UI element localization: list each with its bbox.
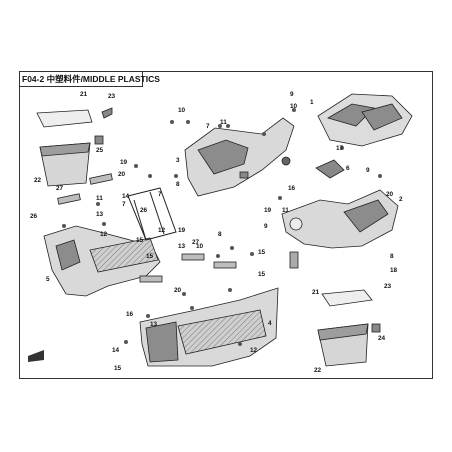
callout-12: 12 (158, 227, 166, 234)
callout-13: 13 (96, 211, 104, 218)
storage-lid-6 (315, 159, 345, 179)
storage-box-lower (317, 289, 381, 367)
callout-10: 10 (196, 243, 204, 250)
callout-18: 18 (390, 267, 398, 274)
callout-20: 20 (174, 287, 182, 294)
callout-27: 27 (56, 185, 64, 192)
callout-7: 7 (206, 123, 210, 130)
front-cover-1 (317, 93, 413, 147)
footwell-center (139, 287, 279, 367)
callout-7: 7 (158, 191, 162, 198)
callout-12: 12 (100, 231, 108, 238)
support-bracket-7 (127, 187, 177, 241)
diagram-frame (19, 71, 433, 379)
callout-24: 24 (378, 335, 386, 342)
callout-4: 4 (268, 320, 272, 327)
storage-box-upper (36, 109, 104, 187)
callout-8: 8 (176, 181, 180, 188)
callout-15: 15 (114, 365, 122, 372)
callout-15: 15 (258, 271, 266, 278)
footwell-left (43, 225, 161, 297)
callout-21: 21 (80, 91, 88, 98)
callout-15: 15 (146, 253, 154, 260)
callout-19: 19 (264, 207, 272, 214)
callout-26: 26 (140, 207, 148, 214)
callout-8: 8 (218, 231, 222, 238)
callout-25: 25 (96, 147, 104, 154)
callout-11: 11 (282, 207, 289, 214)
diagram-title: F04-2 中塑料件/MIDDLE PLASTICS (19, 71, 160, 87)
callout-13: 13 (178, 243, 186, 250)
callout-15: 15 (136, 237, 144, 244)
callout-27: 27 (192, 239, 200, 246)
callout-10: 10 (290, 103, 298, 110)
callout-14: 14 (112, 347, 120, 354)
callout-20: 20 (118, 171, 126, 178)
side-panel-left (184, 117, 295, 197)
callout-7: 7 (122, 201, 126, 208)
callout-17: 17 (336, 145, 344, 152)
callout-13: 13 (150, 321, 158, 328)
callout-16: 16 (126, 311, 134, 318)
callout-2: 2 (399, 196, 403, 203)
floor-mats (57, 173, 237, 283)
side-panel-right (281, 189, 399, 269)
callout-9: 9 (264, 223, 268, 230)
callout-23: 23 (384, 283, 392, 290)
front-direction-arrow-icon (28, 350, 44, 362)
callout-14: 14 (122, 193, 130, 200)
callout-12: 12 (250, 347, 258, 354)
callout-21: 21 (312, 289, 320, 296)
callout-5: 5 (46, 276, 50, 283)
callout-22: 22 (314, 367, 322, 374)
callout-16: 16 (288, 185, 296, 192)
callout-23: 23 (108, 93, 116, 100)
callout-9: 9 (290, 91, 294, 98)
callout-8: 8 (390, 253, 394, 260)
callout-6: 6 (346, 165, 350, 172)
callout-26: 26 (30, 213, 38, 220)
callout-19: 19 (120, 159, 128, 166)
callout-labels: 1234567778889991010101111111212121313131… (30, 91, 403, 374)
callout-22: 22 (34, 177, 42, 184)
callout-15: 15 (258, 249, 266, 256)
callout-10: 10 (178, 107, 186, 114)
fasteners (62, 108, 382, 346)
callout-19: 19 (178, 227, 186, 234)
callout-3: 3 (176, 157, 180, 164)
callout-20: 20 (386, 191, 394, 198)
callout-11: 11 (96, 195, 103, 202)
callout-1: 1 (310, 99, 314, 106)
callout-9: 9 (366, 167, 370, 174)
callout-11: 11 (220, 119, 227, 126)
bracket-23 (101, 107, 113, 119)
